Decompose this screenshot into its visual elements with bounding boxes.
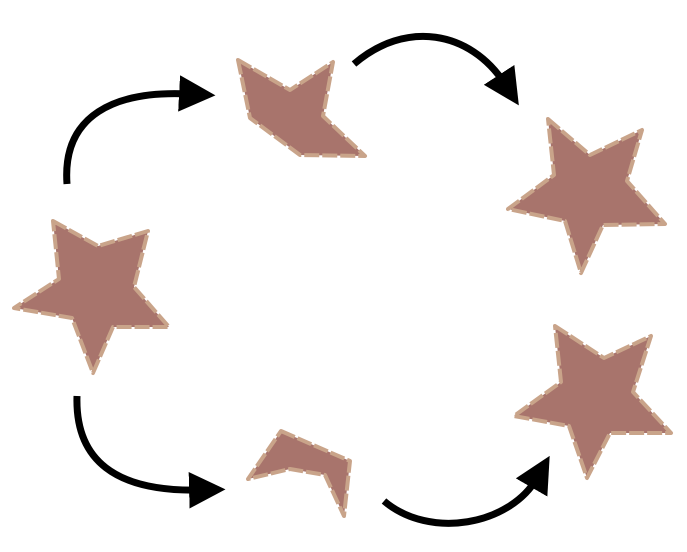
arrow-left-to-top bbox=[63, 75, 216, 185]
arrow-left-to-bottom bbox=[73, 395, 226, 509]
chevron-fragment-icon bbox=[246, 429, 352, 518]
star-left-icon bbox=[12, 219, 171, 375]
arrows-group bbox=[63, 32, 550, 527]
star-bottom-right-icon bbox=[512, 324, 673, 480]
shapes-group bbox=[12, 58, 673, 518]
star-top-right-icon bbox=[506, 117, 667, 275]
arrow-top-middle-to-top-right bbox=[351, 32, 519, 106]
arrow-bottom-middle-to-bottom-right bbox=[381, 455, 550, 527]
star-fragment-icon bbox=[236, 58, 367, 158]
